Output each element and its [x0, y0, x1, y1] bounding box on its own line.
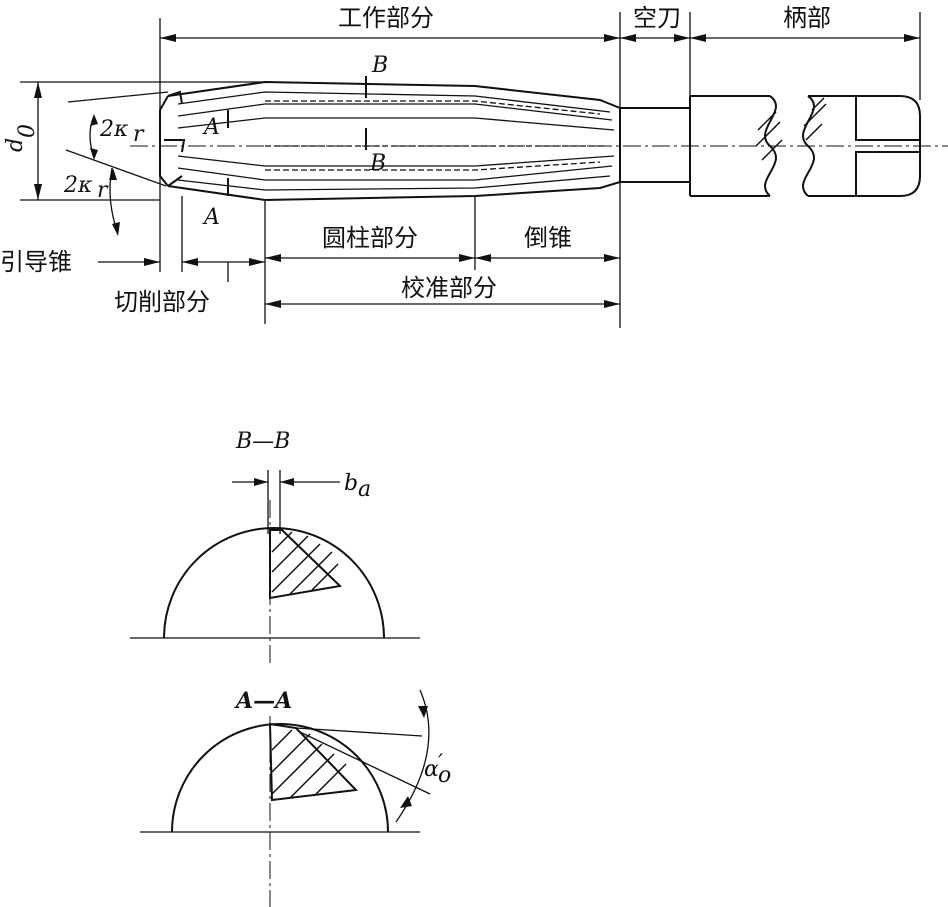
angle-subscript-lower: r — [97, 178, 109, 203]
label-working-part: 工作部分 — [338, 4, 434, 32]
label-cylindrical-part: 圆柱部分 — [322, 224, 418, 252]
margin-symbol: b — [344, 471, 358, 496]
angle-label-lower: 2κ — [63, 173, 93, 198]
section-b-marks: B B — [365, 53, 388, 176]
shank-body — [689, 95, 921, 197]
section-b-label-top: B — [371, 53, 388, 78]
reamer-side-view: 工作部分 空刀 柄部 — [0, 4, 948, 328]
label-guide-cone: 引导锥 — [0, 248, 72, 276]
label-relief: 空刀 — [633, 4, 681, 32]
dim-back-taper: 倒锥 — [475, 224, 620, 262]
section-bb-title: B—B — [235, 429, 290, 454]
section-aa: A—A α ′ o — [140, 688, 451, 907]
clearance-prime: ′ — [438, 751, 443, 776]
angle-label-upper: 2κ — [99, 117, 129, 142]
clearance-symbol: α — [424, 757, 439, 782]
dim-calibration-part: 校准部分 — [265, 274, 620, 308]
label-cutting-part: 切削部分 — [114, 288, 210, 316]
dim-cutting-part: 切削部分 — [114, 258, 265, 316]
section-bb: B—B b a — [130, 429, 420, 665]
angle-lead: 2κ r 2κ r — [63, 91, 169, 236]
dim-cylindrical-part: 圆柱部分 — [265, 224, 475, 262]
section-aa-title: A—A — [234, 688, 292, 714]
section-a-label-top: A — [202, 115, 220, 140]
dim-guide-cone: 引导锥 — [0, 248, 160, 276]
section-a-marks: A A — [202, 110, 229, 230]
dim-working-part — [160, 34, 620, 42]
label-shank: 柄部 — [783, 4, 831, 32]
label-calibration-part: 校准部分 — [401, 274, 497, 302]
diameter-symbol: d — [3, 138, 28, 152]
dim-diameter: d 0 — [3, 81, 265, 201]
angle-subscript-upper: r — [133, 122, 145, 147]
dim-shank — [690, 34, 920, 42]
section-b-label-bottom: B — [369, 151, 386, 176]
dim-relief — [620, 34, 690, 42]
label-back-taper: 倒锥 — [524, 224, 572, 252]
section-a-label-bottom: A — [202, 205, 220, 230]
diameter-subscript: 0 — [15, 124, 40, 138]
reamer-body — [159, 80, 690, 202]
clearance-subscript: o — [438, 763, 451, 788]
margin-subscript: a — [358, 477, 371, 502]
